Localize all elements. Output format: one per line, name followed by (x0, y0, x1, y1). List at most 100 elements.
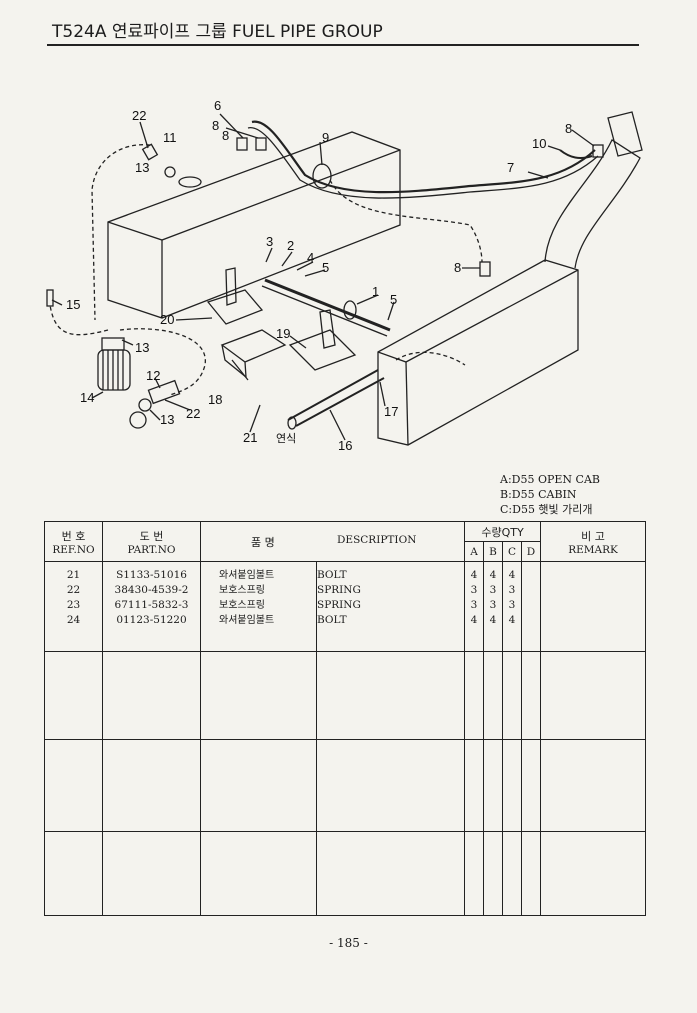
table-cell (522, 568, 540, 583)
legend-line-c: C:D55 햇빛 가리개 (500, 503, 593, 516)
table-cell: 보호스프링 (219, 600, 265, 611)
col-desc (316, 739, 465, 832)
table-cell: 3 (508, 599, 516, 611)
callout-15: 15 (66, 297, 80, 312)
table-cell: 21 (66, 569, 81, 581)
handwritten-note: 연식 (276, 432, 296, 445)
table-cell: 보호스프링 (219, 585, 265, 596)
table-block (44, 739, 647, 832)
callout-8: 8 (454, 260, 461, 275)
callout-11: 11 (163, 130, 177, 145)
callout-3: 3 (266, 234, 273, 249)
title-rule (47, 44, 639, 46)
callout-19: 19 (276, 326, 290, 341)
col-c (502, 739, 522, 832)
name-desc-header: 품 명 DESCRIPTION (200, 521, 465, 562)
qty-col-b: B (483, 541, 503, 562)
bracket-18 (220, 329, 287, 379)
table-cell: 4 (489, 614, 497, 626)
table-cell: 4 (508, 569, 516, 581)
table-cell: 와셔붙임볼트 (219, 615, 275, 626)
col-remark (540, 561, 647, 652)
page-number: - 185 - (329, 936, 368, 950)
col-c (502, 831, 522, 916)
table-cell: BOLT (317, 614, 347, 626)
qty-col-c: C (502, 541, 522, 562)
callout-5: 5 (390, 292, 397, 307)
callout-13: 13 (135, 160, 149, 175)
callout-13: 13 (160, 412, 174, 427)
col-remark (540, 831, 647, 916)
col-name (200, 651, 317, 740)
table-cell: 3 (508, 584, 516, 596)
table-block (44, 831, 647, 916)
qty-header: 수량QTY (463, 521, 542, 542)
table-cell: SPRING (317, 584, 361, 596)
callout-1: 1 (372, 284, 379, 299)
table-cell: BOLT (317, 569, 347, 581)
table-cell: 와셔붙임볼트 (219, 570, 275, 581)
col-ref (44, 651, 103, 740)
callout-14: 14 (80, 390, 94, 405)
table-cell: 3 (489, 599, 497, 611)
col-b (483, 739, 503, 832)
callout-16: 16 (338, 438, 352, 453)
callout-9: 9 (322, 130, 329, 145)
legend-line-a: A:D55 OPEN CAB (500, 473, 600, 486)
col-b (483, 651, 503, 740)
parts-table: 번 호 REF.NO 도 번 PART.NO 품 명 DESCRIPTION 수… (44, 521, 647, 916)
callout-20: 20 (160, 312, 174, 327)
col-name (200, 739, 317, 832)
col-ref (44, 831, 103, 916)
callout-18: 18 (208, 392, 222, 407)
col-b (483, 831, 503, 916)
table-cell: 3 (489, 584, 497, 596)
fuel-filter-14 (97, 337, 131, 391)
filler-neck (544, 139, 641, 269)
page-title: T524A 연료파이프 그룹 FUEL PIPE GROUP (52, 22, 383, 42)
center-rod (264, 278, 391, 332)
table-cell (522, 598, 540, 613)
table-cell (522, 613, 540, 628)
table-cell: 4 (470, 614, 478, 626)
table-cell: 38430-4539-2 (114, 584, 189, 596)
table-cell: 3 (470, 599, 478, 611)
col-desc (316, 651, 465, 740)
part-header: 도 번 PART.NO (102, 521, 201, 562)
upper-fuel-tank (107, 131, 401, 319)
callout-8: 8 (222, 128, 229, 143)
table-cell: 24 (66, 614, 81, 626)
callout-5: 5 (322, 260, 329, 275)
table-block (44, 651, 647, 740)
lower-fuel-tank (377, 259, 579, 446)
callout-2: 2 (287, 238, 294, 253)
col-d (520, 831, 542, 916)
bracket-19 (288, 309, 357, 371)
callout-17: 17 (384, 404, 398, 419)
callout-10: 10 (532, 136, 546, 151)
col-part (102, 739, 201, 832)
table-cell: 22 (66, 584, 81, 596)
col-ref (44, 739, 103, 832)
fuel-pipe-upper (251, 120, 596, 194)
col-remark (540, 651, 647, 740)
remark-header: 비 고 REMARK (540, 521, 647, 562)
table-cell: 01123-51220 (116, 614, 187, 626)
rod-16 (287, 369, 379, 421)
col-desc (316, 831, 465, 916)
callout-22: 22 (186, 406, 200, 421)
col-d (520, 561, 542, 652)
callout-22: 22 (132, 108, 146, 123)
legend-line-b: B:D55 CABIN (500, 488, 577, 501)
dashed-hose-left (91, 144, 151, 321)
table-cell: 4 (470, 569, 478, 581)
callout-13: 13 (135, 340, 149, 355)
